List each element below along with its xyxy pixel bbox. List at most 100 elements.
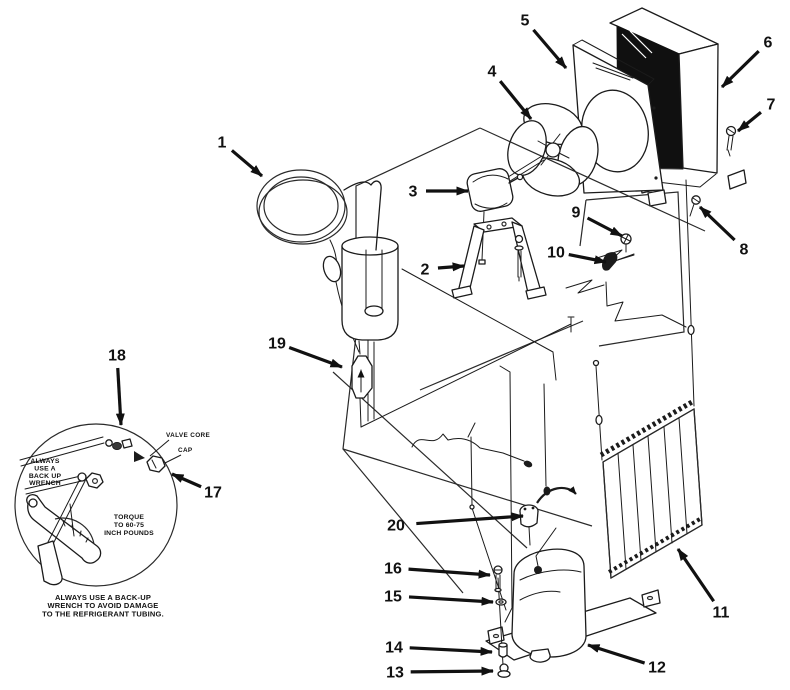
callout-arrow-15-washer [408,595,494,606]
stud-nut [478,259,486,265]
clamp-10-tail [611,253,635,263]
bracket-flange [525,286,547,300]
fasteners [602,125,737,271]
callout-arrow-7-screw [736,110,762,133]
accumulator-top [341,236,399,256]
wiggle-tube-tick [467,422,476,438]
overload-lead [528,526,531,546]
process-tube-1 [499,365,513,623]
inset-circle [14,423,178,587]
callout-number-18: 18 [108,348,126,365]
callout-arrow-17-valve-cap [171,472,202,489]
fan-motor [466,168,524,265]
callout-number-3: 3 [409,184,418,201]
bolt-tip [494,587,502,593]
callout-arrow-13-compressor-mount [410,666,494,676]
callout-number-14: 14 [385,640,403,657]
callout-arrow-20-overload-protector [416,512,524,526]
bracket-flange [451,285,473,299]
wireframe-front-edge [419,320,584,391]
callout-arrow-18-valve-core [115,367,125,426]
compressor-assembly [485,486,661,678]
mount-base [497,670,511,678]
compressor-detail [519,569,582,601]
tube-fitting [469,504,475,510]
shroud-hole [652,106,656,110]
callout-number-9: 9 [572,205,581,222]
callout-number-5: 5 [521,13,530,30]
valve-stem [105,439,113,447]
cap-facet [151,459,157,469]
screw-7-shaft [726,128,735,157]
bracket-leg-left [457,225,485,293]
callout-number-2: 2 [421,262,430,279]
wireframe-right-edge [479,127,706,232]
break-mark [565,279,605,294]
bracket-screw-head [514,234,524,244]
overload-body [519,510,539,528]
bracket-leg-right [511,221,541,294]
grommet [498,644,508,658]
inset-tube-lower [24,474,87,495]
callout-number-8: 8 [740,242,749,259]
overload-pin [531,506,535,510]
torque-wrench-shaft [47,478,86,545]
process-tube-2 [470,436,507,611]
callout-arrow-19-filter-drier [288,346,343,369]
callout-number-19: 19 [268,336,286,353]
base-hole [646,595,654,601]
callout-number-15: 15 [384,589,402,606]
bracket-screw-shaft [517,250,522,282]
washer [495,598,507,606]
suction-tube [360,316,575,428]
shroud-tab [647,189,667,207]
base-foot [487,626,505,645]
valve-core-leader [149,439,170,457]
chassis-wireframe [332,127,593,594]
wireframe-bottom-edge [342,448,593,527]
condenser-foot [727,169,747,190]
callout-arrow-14-grommet [409,646,493,656]
torque-wrench-handle [37,540,63,586]
fan-spider [537,133,570,166]
callout-number-1: 1 [218,135,227,152]
callout-arrow-10-clamp [568,252,607,265]
motor-body [466,168,514,212]
tube-fitting [595,414,603,426]
callout-arrow-12-compressor [587,643,646,665]
torque-wrench-head [77,472,87,482]
fan-hub [545,142,561,158]
callout-number-17: 17 [204,485,222,502]
condenser-highlight [621,30,653,59]
shroud-slot [592,62,634,81]
process-tube-3 [543,383,547,487]
washer-hole [498,600,504,604]
callout-number-11: 11 [713,605,730,622]
bracket-hole [486,224,492,230]
callout-arrow-5-fan-shroud [532,28,568,70]
shroud-top-edge [572,39,655,86]
evaporator-core [602,408,703,579]
callout-arrow-1-tubing-coil [230,149,264,178]
callout-number-13: 13 [386,665,404,682]
compressor-terminal [534,566,542,574]
coil-hook [343,180,382,251]
evaporator-tube-right [685,179,695,407]
overload-wire [536,486,577,504]
cross-tube [401,268,557,381]
evaporator-sections [617,417,688,570]
backup-wrench [26,494,102,564]
bracket-hole [501,221,507,227]
cap-label: CAP [178,447,193,454]
screw-9-slot [621,234,631,253]
callout-number-10: 10 [547,245,565,262]
accumulator-body [341,245,399,341]
motor-shaft [508,177,519,184]
base-front-foot [529,648,551,663]
valve-cap-part [146,455,166,473]
callout-number-4: 4 [488,64,497,81]
inset-tube-upper [19,436,105,467]
